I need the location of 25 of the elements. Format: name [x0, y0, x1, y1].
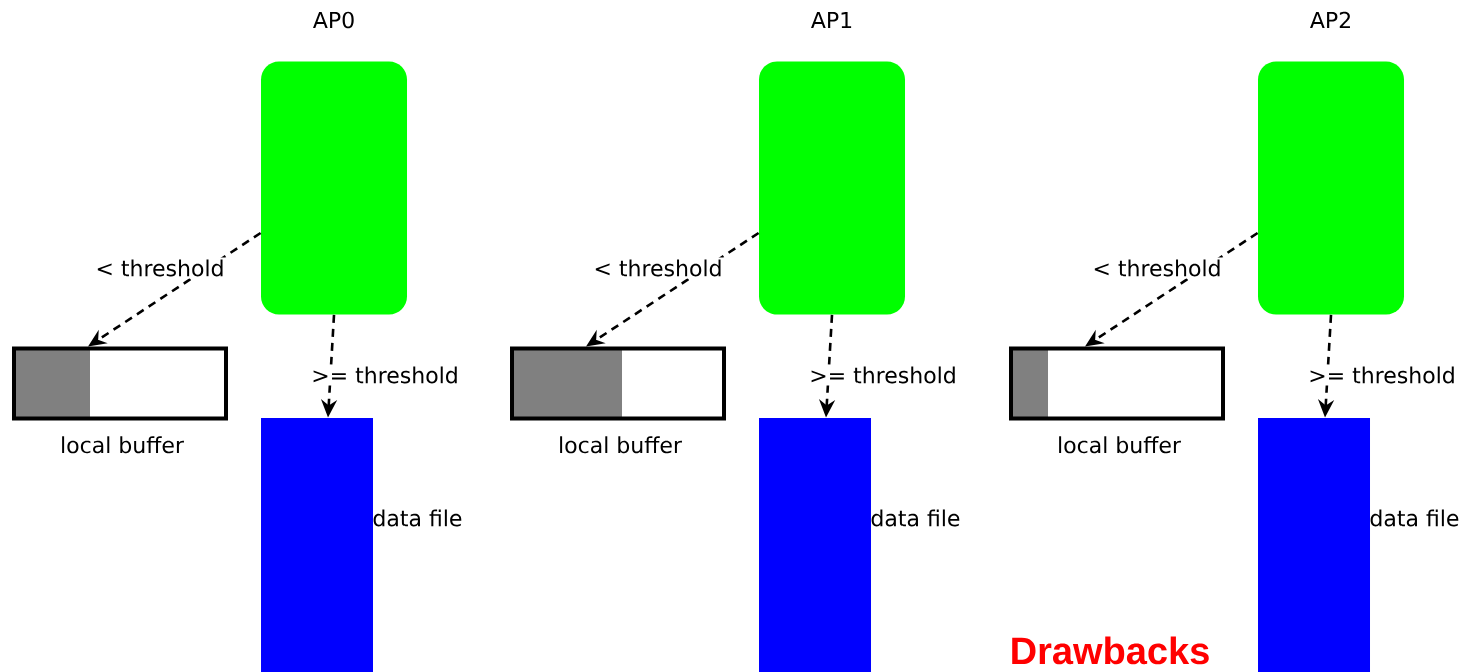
buffer-caption: local buffer — [1059, 436, 1181, 454]
process-box: AP0 — [261, 11, 407, 315]
process-box: AP1 — [759, 11, 905, 315]
node-label: AP1 — [811, 11, 852, 28]
edge-label: >= threshold — [313, 366, 457, 384]
buffer-caption: local buffer — [62, 436, 184, 454]
edge-label: < threshold — [1094, 259, 1220, 277]
buffer-box — [12, 346, 228, 421]
buffer-box — [510, 346, 726, 421]
buffer-caption: local buffer — [560, 436, 682, 454]
buffer-box — [1009, 346, 1225, 421]
edge-label: >= threshold — [811, 366, 955, 384]
box-caption: data file — [1370, 509, 1459, 527]
node-label: AP2 — [1310, 11, 1350, 28]
box-caption: data file — [871, 509, 960, 527]
data-file-bar — [759, 418, 871, 672]
edge-label: < threshold — [595, 259, 721, 277]
box-caption: data file — [373, 509, 462, 527]
process-box: AP2 — [1258, 11, 1404, 315]
edge-label: >= threshold — [1310, 366, 1454, 384]
edge-label: < threshold — [97, 259, 223, 277]
node-label: AP0 — [313, 11, 354, 29]
data-file-bar — [261, 418, 373, 672]
note: Drawbacks — [1012, 636, 1209, 665]
data-file-bar — [1258, 418, 1370, 672]
